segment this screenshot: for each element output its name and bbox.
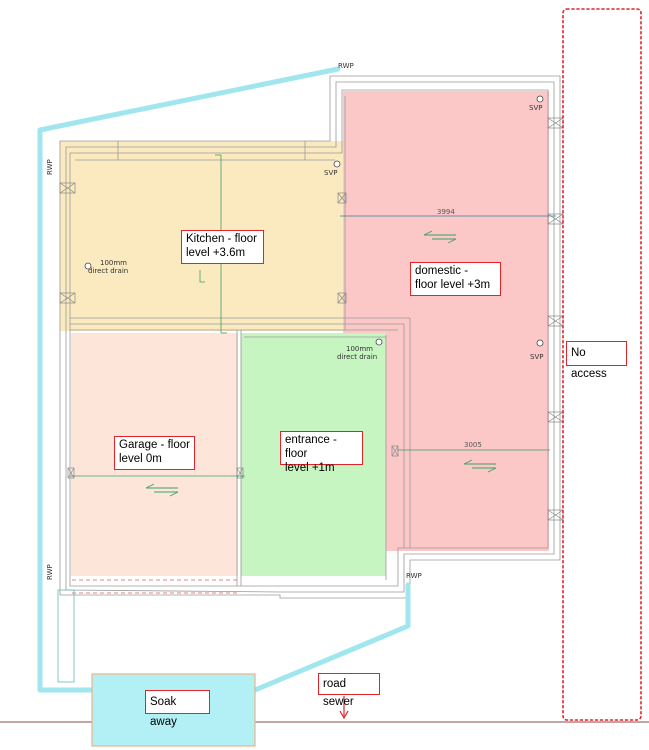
dimension-3994-text: 3994 bbox=[437, 208, 455, 216]
svp-domestic-top-label: SVP bbox=[529, 104, 542, 112]
rwp-top-label: RWP bbox=[338, 62, 354, 70]
garage-label: Garage - floor level 0m bbox=[114, 436, 195, 470]
window-markers bbox=[59, 117, 564, 521]
rwp-left-top-label: RWP bbox=[46, 159, 54, 175]
drainage-pipe bbox=[37, 66, 411, 693]
dimension-3005-text: 3005 bbox=[464, 441, 482, 449]
road-sewer-arrow bbox=[339, 696, 349, 720]
building-walls bbox=[59, 75, 561, 599]
soak-away-label: Soak away bbox=[145, 690, 210, 728]
drain-kitchen-type-label: direct drain bbox=[88, 267, 128, 275]
svp-markers bbox=[84, 95, 544, 347]
no-access-label: No access bbox=[566, 341, 627, 380]
drain-entrance-type-label: direct drain bbox=[337, 353, 377, 361]
domestic-label: domestic - floor level +3m bbox=[410, 262, 501, 296]
downpipe-chamber bbox=[57, 589, 75, 683]
drain-entrance-size-label: 100mm bbox=[346, 345, 373, 353]
dimension-lines bbox=[70, 154, 556, 477]
rwp-right-label: RWP bbox=[406, 572, 422, 580]
entrance-label: entrance - floor level +1m bbox=[280, 431, 363, 474]
drain-kitchen-size-label: 100mm bbox=[100, 259, 127, 267]
svp-kitchen-label: SVP bbox=[324, 169, 337, 177]
rwp-left-bottom-label: RWP bbox=[46, 564, 54, 580]
no-access-boundary bbox=[562, 8, 642, 721]
road-sewer-label: road sewer bbox=[318, 673, 380, 708]
slope-arrows bbox=[145, 230, 497, 497]
svp-domestic-mid-label: SVP bbox=[530, 353, 543, 361]
kitchen-label: Kitchen - floor level +3.6m bbox=[181, 230, 264, 264]
